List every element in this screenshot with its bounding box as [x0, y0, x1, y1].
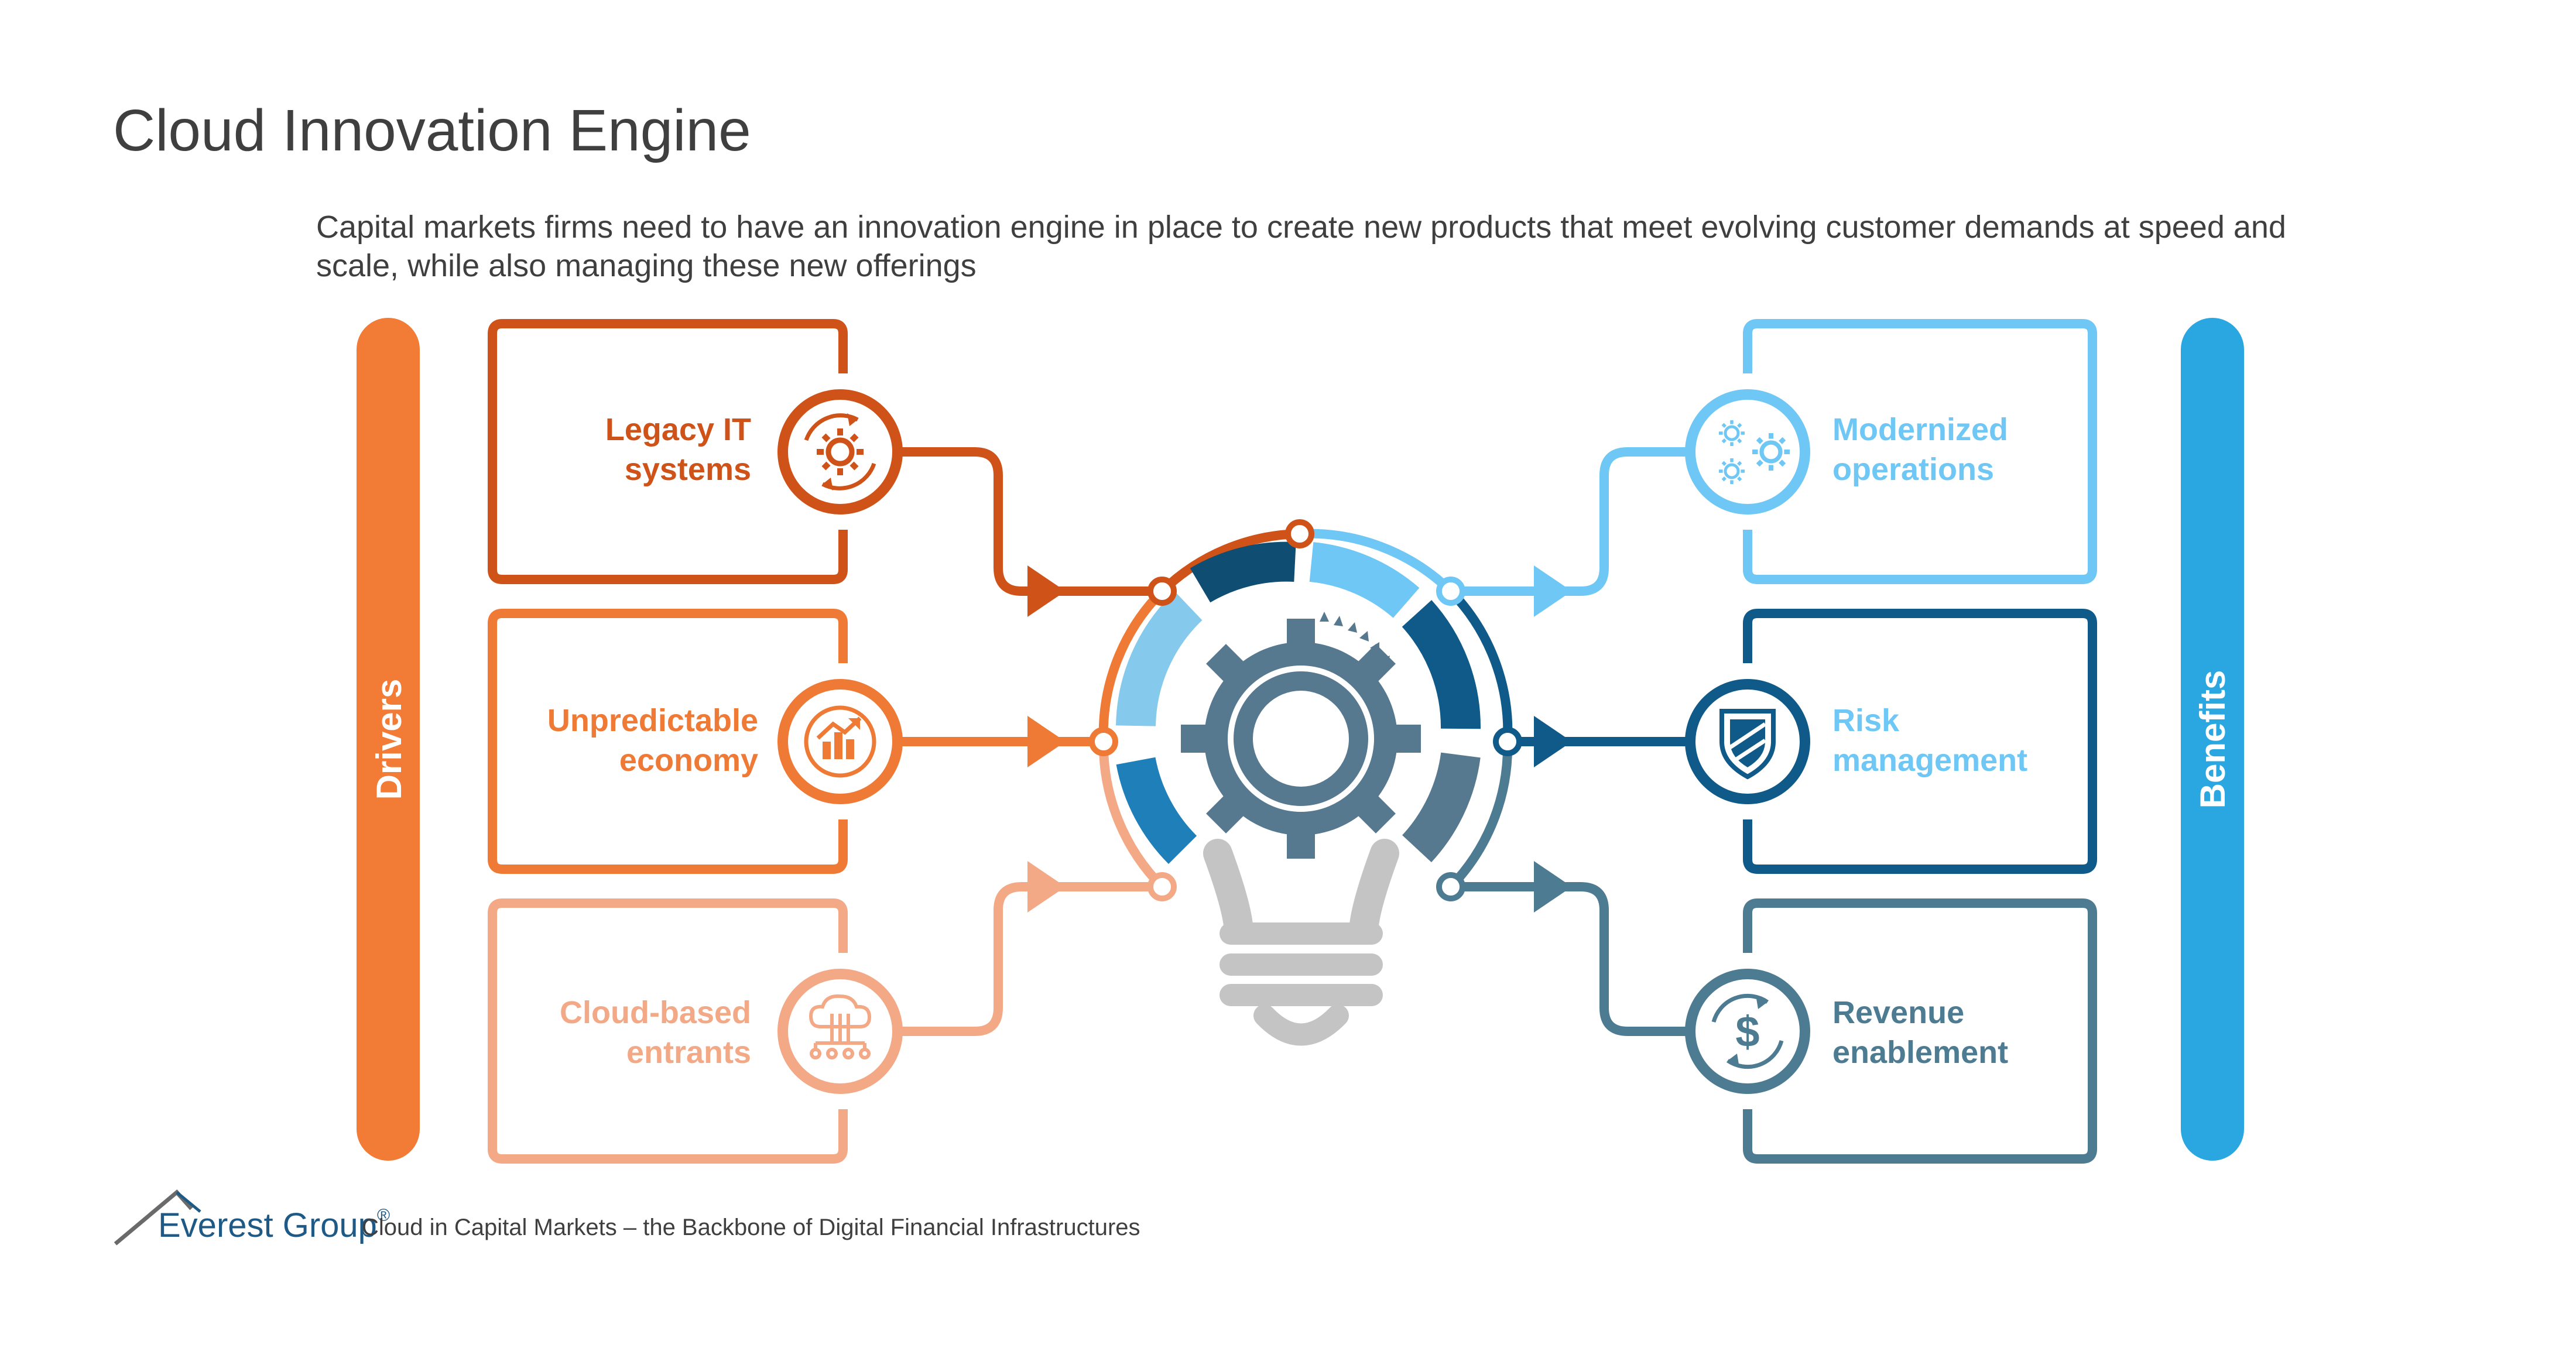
dollar-cycle-icon: $	[1711, 993, 1784, 1069]
benefit-1-line1: Modernized	[1832, 412, 2008, 447]
drivers-label: Drivers	[369, 679, 409, 800]
engine-gear-icon	[1181, 619, 1421, 859]
driver-1-line2: systems	[625, 452, 751, 487]
svg-text:$: $	[1735, 1007, 1759, 1056]
everest-logo-mark	[114, 1189, 201, 1246]
driver-unpredictable-economy: Unpredictable economy	[488, 609, 1095, 874]
benefit-risk-management: Risk management	[1508, 609, 2097, 874]
benefit-2-line1: Risk	[1832, 703, 1900, 738]
driver-legacy-it: Legacy IT systems	[488, 319, 1162, 617]
page-title: Cloud Innovation Engine	[113, 98, 751, 163]
arrow-head	[1027, 861, 1066, 913]
footer-brand-name: Everest Group	[158, 1206, 377, 1244]
arrow-head	[1534, 861, 1572, 913]
arrow-head	[1027, 716, 1066, 767]
benefits-bar	[2181, 318, 2244, 1161]
page-subtitle: Capital markets firms need to have an in…	[316, 210, 2286, 283]
chart-trend-icon	[804, 705, 876, 778]
driver-cloud-entrants: Cloud-based entrants	[488, 861, 1162, 1164]
arrow-head	[1027, 565, 1066, 617]
benefit-1-line2: operations	[1832, 452, 1994, 487]
arrow-head	[1534, 716, 1572, 767]
cloud-network-icon	[809, 994, 872, 1059]
shield-icon	[1719, 709, 1776, 780]
driver-2-line1: Unpredictable	[547, 703, 758, 738]
benefit-3-line1: Revenue	[1832, 995, 1964, 1030]
lightbulb-engine	[1089, 519, 1522, 1046]
benefit-modernized-operations: Modernized operations	[1451, 319, 2097, 617]
bulb-base	[1203, 839, 1399, 1046]
benefit-2-line2: management	[1832, 743, 2027, 778]
driver-3-line1: Cloud-based	[560, 995, 751, 1030]
driver-1-line1: Legacy IT	[605, 412, 751, 447]
driver-1-icon-ring	[777, 389, 903, 514]
drivers-bar	[357, 318, 420, 1161]
footer-text: Cloud in Capital Markets – the Backbone …	[362, 1215, 1140, 1240]
gear-cycle-icon	[804, 413, 876, 491]
benefit-3-line2: enablement	[1832, 1035, 2008, 1070]
benefit-revenue-enablement: $ Revenue enablement	[1451, 861, 2097, 1164]
driver-3-line2: entrants	[626, 1035, 751, 1070]
footer-brand: Everest Group®	[158, 1206, 390, 1245]
footer-registered-mark: ®	[376, 1206, 390, 1225]
arrow-head	[1534, 565, 1572, 617]
benefits-label: Benefits	[2193, 670, 2232, 809]
driver-2-line2: economy	[619, 743, 758, 778]
